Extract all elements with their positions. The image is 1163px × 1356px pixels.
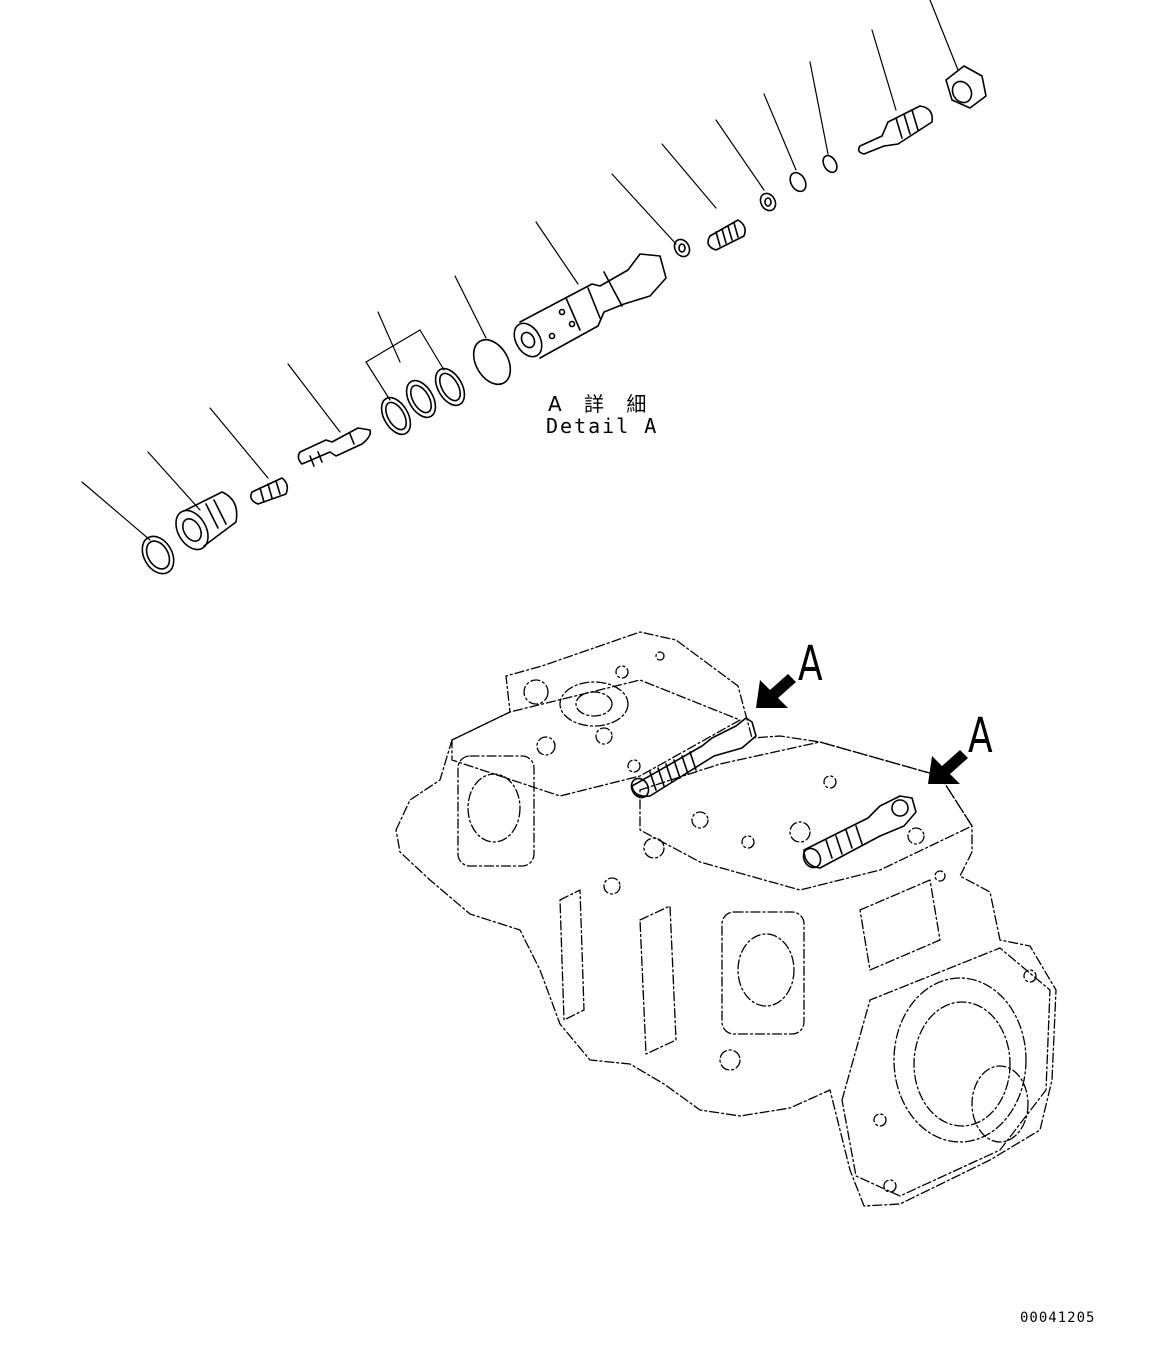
callout-label-a-1: A xyxy=(798,636,823,692)
part-valve-body xyxy=(513,253,667,359)
drawing-number: 00041205 xyxy=(1020,1310,1096,1326)
part-lock-nut xyxy=(945,65,987,109)
callout-arrow-1 xyxy=(756,674,796,708)
part-seal-rings xyxy=(380,367,466,436)
callout-label-a-2: A xyxy=(968,708,993,764)
leader-lines xyxy=(81,0,959,541)
installed-valve-2 xyxy=(802,795,917,869)
part-small-o-ring-2 xyxy=(822,154,838,174)
part-small-seat xyxy=(673,238,691,258)
detail-title-jp: A 詳 細 xyxy=(548,392,655,416)
part-spring xyxy=(707,219,746,251)
installed-valve-1 xyxy=(630,717,757,799)
callout-arrow-2 xyxy=(928,750,968,784)
part-o-ring xyxy=(472,338,512,386)
part-washer xyxy=(759,192,777,212)
pump-assembly xyxy=(395,631,1057,1207)
part-sleeve xyxy=(175,491,238,551)
part-plug xyxy=(250,477,289,505)
part-snap-ring-left xyxy=(141,535,175,575)
part-small-o-ring-1 xyxy=(789,171,807,193)
detail-title-en: Detail A xyxy=(546,414,659,438)
part-spool xyxy=(297,427,372,467)
part-adjust-screw xyxy=(857,105,934,155)
